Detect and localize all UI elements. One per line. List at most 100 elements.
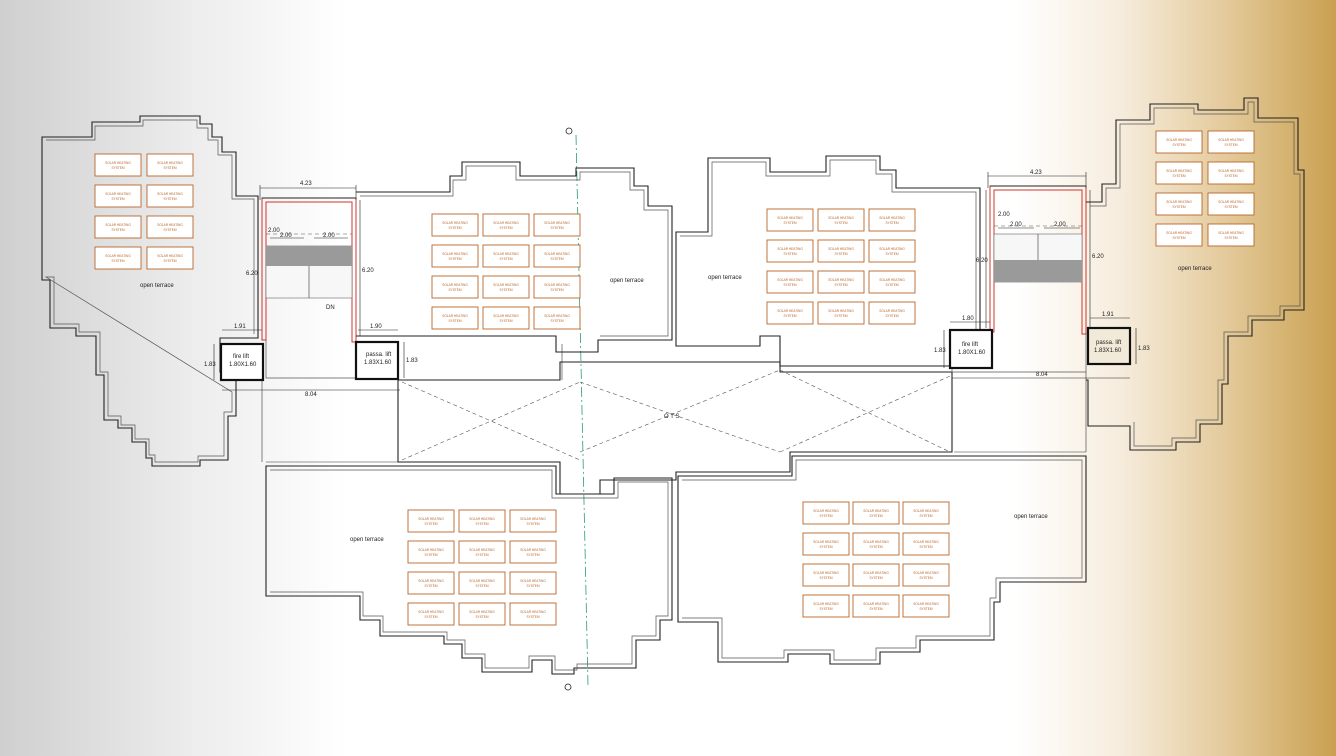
solar-panel-label: SOLAR HEATING [418,517,444,521]
solar-panel-label: SOLAR HEATING [418,610,444,614]
svg-text:1.91: 1.91 [234,324,246,330]
solar-panel-label: SOLAR HEATING [777,309,803,313]
upper-right-terrace-label: open terrace [708,275,742,281]
solar-panel-sublabel: SYSTEM [919,576,932,580]
upper-left-terrace-label: open terrace [610,278,644,284]
solar-panel-label: SOLAR HEATING [1166,138,1192,142]
solar-panel-label: SOLAR HEATING [879,216,905,220]
right-dimensions: 4.23 2.00 2.00 6.20 6.20 2.00 1.80 1.91 … [934,170,1150,379]
solar-panel-label: SOLAR HEATING [493,314,519,318]
solar-panel-label: SOLAR HEATING [105,254,131,258]
solar-panel-label: SOLAR HEATING [442,283,468,287]
solar-panel-label: SOLAR HEATING [469,517,495,521]
solar-panel-label: SOLAR HEATING [469,579,495,583]
solar-panel-label: SOLAR HEATING [879,278,905,282]
solar-panel-sublabel: SYSTEM [819,607,832,611]
solar-panel-label: SOLAR HEATING [520,579,546,583]
solar-panel-label: SOLAR HEATING [493,221,519,225]
solar-panel-sublabel: SYSTEM [885,314,898,318]
right-wing [1086,97,1305,451]
lower-right-terrace-label: open terrace [1014,514,1048,520]
solar-panel-sublabel: SYSTEM [163,197,176,201]
solar-panel-sublabel: SYSTEM [819,514,832,518]
right-wing-terrace-label: open terrace [1178,266,1212,272]
solar-panel-label: SOLAR HEATING [1218,138,1244,142]
solar-panel-sublabel: SYSTEM [526,522,539,526]
svg-text:1.83: 1.83 [204,362,216,368]
solar-panel-sublabel: SYSTEM [869,514,882,518]
svg-text:2.00: 2.00 [280,233,292,239]
solar-panel-label: SOLAR HEATING [544,283,570,287]
left-wing [41,115,259,467]
solar-panel-sublabel: SYSTEM [448,319,461,323]
solar-panel-label: SOLAR HEATING [1218,231,1244,235]
solar-panel-label: SOLAR HEATING [418,548,444,552]
axis-marker-top [565,127,573,135]
lower-left-terrace-label: open terrace [350,537,384,543]
solar-panel-label: SOLAR HEATING [913,540,939,544]
solar-panel-sublabel: SYSTEM [869,607,882,611]
solar-panel-sublabel: SYSTEM [885,283,898,287]
solar-panel-label: SOLAR HEATING [1166,200,1192,204]
svg-text:1.83: 1.83 [934,348,946,354]
solar-panel-label: SOLAR HEATING [913,509,939,513]
solar-panel-sublabel: SYSTEM [1224,236,1237,240]
solar-panel-sublabel: SYSTEM [783,314,796,318]
solar-panel-label: SOLAR HEATING [105,161,131,165]
solar-panel-sublabel: SYSTEM [1172,236,1185,240]
solar-panel-sublabel: SYSTEM [424,553,437,557]
left-fire-lift: fire lift 1.80X1.60 [219,342,265,382]
solar-panel-sublabel: SYSTEM [550,288,563,292]
solar-panel-sublabel: SYSTEM [819,576,832,580]
solar-panel-sublabel: SYSTEM [885,221,898,225]
solar-panel-sublabel: SYSTEM [499,226,512,230]
solar-panel-label: SOLAR HEATING [157,192,183,196]
solar-panel-label: SOLAR HEATING [777,278,803,282]
solar-panel-sublabel: SYSTEM [526,553,539,557]
solar-panel-label: SOLAR HEATING [1218,200,1244,204]
left-stair-landing [266,246,352,266]
svg-text:fire lift: fire lift [233,354,249,360]
solar-panel-sublabel: SYSTEM [834,221,847,225]
central-ots-area [266,361,1086,495]
solar-panel-label: SOLAR HEATING [813,602,839,606]
solar-panel-sublabel: SYSTEM [1172,143,1185,147]
solar-panel-sublabel: SYSTEM [499,319,512,323]
svg-text:1.83X1.60: 1.83X1.60 [364,360,392,366]
svg-text:8.04: 8.04 [1036,372,1048,378]
upper-right-unit [675,155,981,367]
solar-panel-label: SOLAR HEATING [828,216,854,220]
solar-panel-sublabel: SYSTEM [919,607,932,611]
solar-panel-label: SOLAR HEATING [469,610,495,614]
solar-panel-sublabel: SYSTEM [834,283,847,287]
left-core: DN [261,197,399,462]
solar-panel-sublabel: SYSTEM [424,615,437,619]
solar-panel-sublabel: SYSTEM [1224,143,1237,147]
svg-text:8.04: 8.04 [305,392,317,398]
